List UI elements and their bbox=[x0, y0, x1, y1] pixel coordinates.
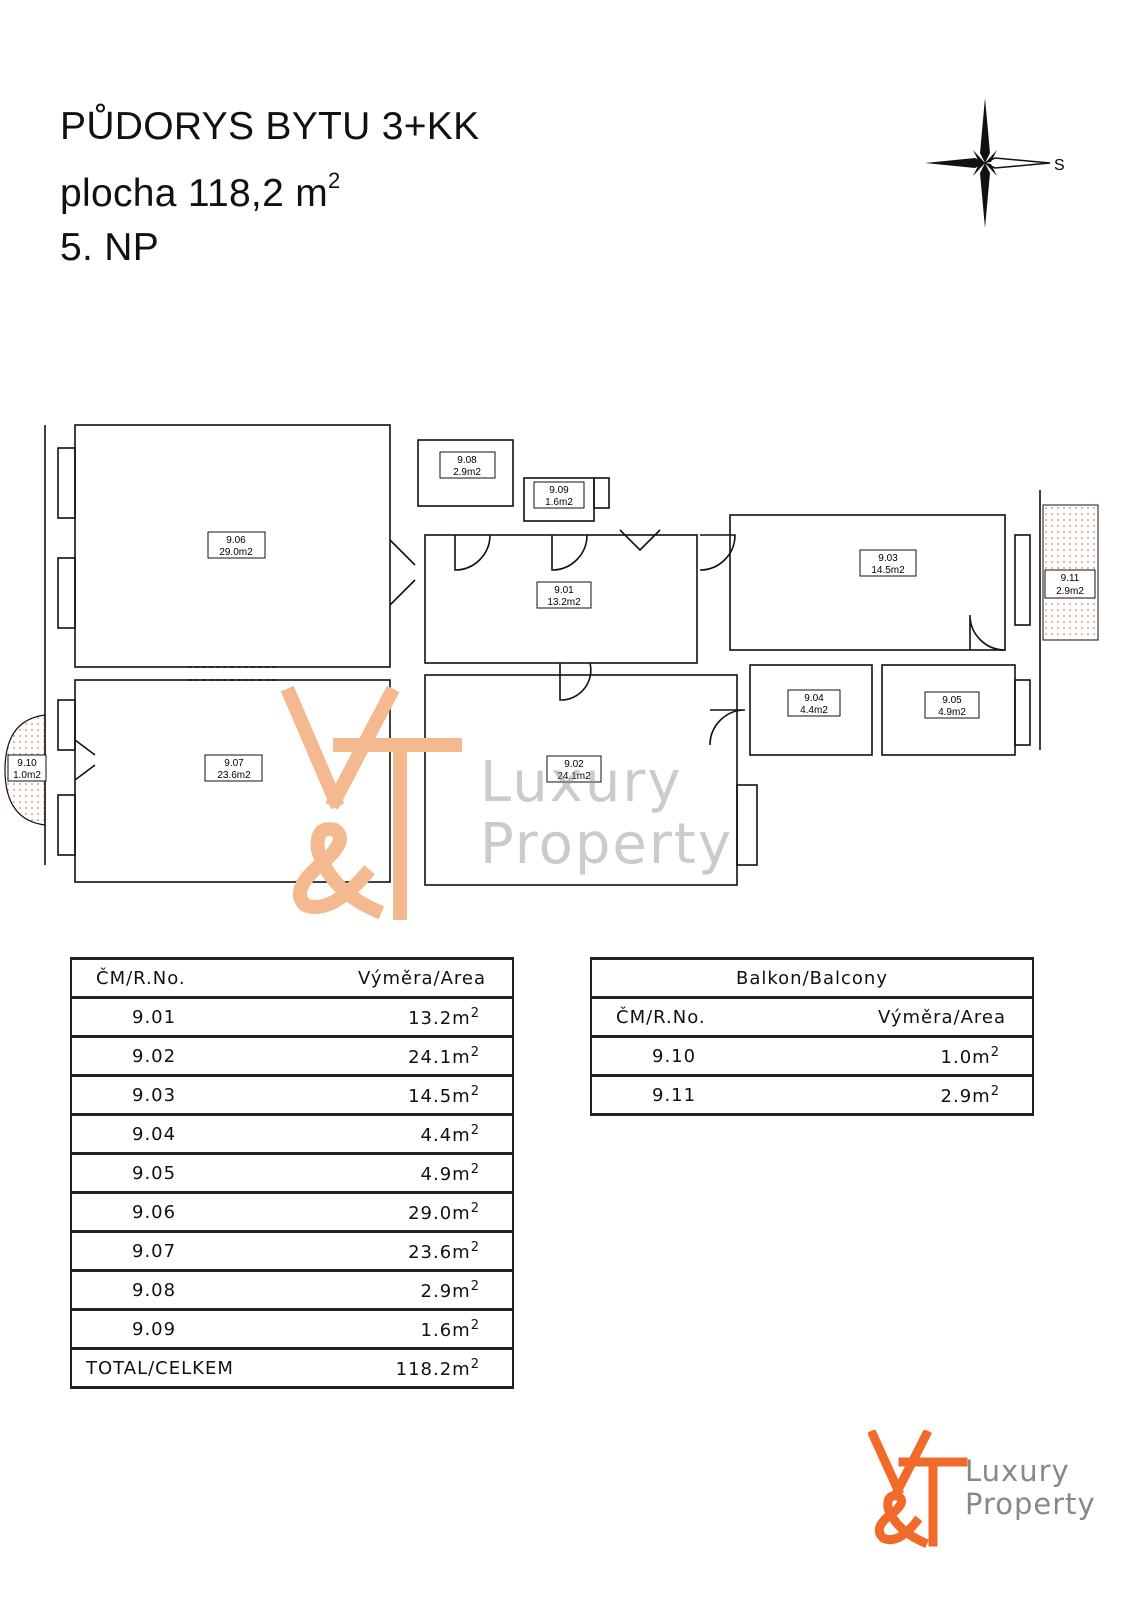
table-header-row: ČM/R.No. Výměra/Area bbox=[591, 996, 1033, 1037]
svg-text:9.10: 9.10 bbox=[17, 758, 37, 769]
svg-text:2.9m2: 2.9m2 bbox=[1056, 586, 1084, 597]
brand-text: Luxury Property bbox=[965, 1455, 1096, 1521]
col-area: Výměra/Area bbox=[778, 996, 1033, 1037]
area-text: plocha 118,2 m bbox=[60, 172, 328, 215]
room-9-11: 9.11 2.9m2 bbox=[1044, 569, 1096, 599]
watermark-logo bbox=[280, 685, 462, 922]
room-9-10: 9.101.0m2 bbox=[7, 754, 47, 782]
area-superscript: 2 bbox=[327, 168, 341, 193]
svg-text:2.9m2: 2.9m2 bbox=[453, 467, 481, 478]
col-room-number: ČM/R.No. bbox=[591, 996, 779, 1037]
svg-text:23.6m2: 23.6m2 bbox=[217, 770, 251, 781]
svg-text:9.11: 9.11 bbox=[1061, 573, 1080, 584]
title-line-area: plocha 118,2 m2 bbox=[60, 154, 479, 221]
svg-text:14.5m2: 14.5m2 bbox=[871, 565, 905, 576]
svg-text:9.08: 9.08 bbox=[457, 455, 477, 466]
svg-text:4.4m2: 4.4m2 bbox=[800, 705, 828, 716]
balcony-area-table: Balkon/Balcony ČM/R.No. Výměra/Area 9.10… bbox=[590, 957, 1034, 1116]
table-header-row: ČM/R.No. Výměra/Area bbox=[71, 957, 513, 998]
watermark-line1: Luxury bbox=[480, 750, 683, 815]
title-line-floor: 5. NP bbox=[60, 226, 160, 269]
col-area: Výměra/Area bbox=[297, 957, 513, 998]
room-9-09: 9.091.6m2 bbox=[533, 481, 585, 509]
svg-text:29.0m2: 29.0m2 bbox=[219, 547, 253, 558]
svg-text:9.06: 9.06 bbox=[226, 535, 246, 546]
svg-text:1.0m2: 1.0m2 bbox=[13, 770, 41, 781]
svg-text:9.01: 9.01 bbox=[554, 585, 574, 596]
svg-text:9.03: 9.03 bbox=[878, 553, 898, 564]
brand-line1: Luxury bbox=[965, 1454, 1070, 1488]
svg-text:24.1m2: 24.1m2 bbox=[557, 771, 591, 782]
svg-text:9.09: 9.09 bbox=[549, 485, 569, 496]
watermark-text: Luxury Property bbox=[480, 752, 733, 876]
svg-text:9.05: 9.05 bbox=[942, 695, 962, 706]
svg-text:4.9m2: 4.9m2 bbox=[938, 707, 966, 718]
brand-line2: Property bbox=[965, 1487, 1096, 1521]
svg-text:13.2m2: 13.2m2 bbox=[547, 597, 581, 608]
plan-title: PŮDORYS BYTU 3+KK plocha 118,2 m2 5. NP bbox=[60, 100, 479, 275]
col-room-number: ČM/R.No. bbox=[71, 957, 298, 998]
svg-text:9.07: 9.07 bbox=[224, 758, 244, 769]
balcony-caption: Balkon/Balcony bbox=[591, 957, 1033, 998]
room-9-04: 9.044.4m2 bbox=[787, 689, 841, 717]
svg-text:9.02: 9.02 bbox=[564, 759, 584, 770]
title-line-layout: PŮDORYS BYTU 3+KK bbox=[60, 105, 480, 148]
svg-text:9.04: 9.04 bbox=[804, 693, 824, 704]
svg-text:1.6m2: 1.6m2 bbox=[545, 497, 573, 508]
table-caption-row: Balkon/Balcony bbox=[591, 957, 1033, 998]
brand-logo bbox=[867, 1428, 1098, 1550]
room-9-05: 9.054.9m2 bbox=[924, 691, 980, 719]
compass-south-label: S bbox=[1054, 157, 1065, 174]
watermark-line2: Property bbox=[480, 812, 733, 877]
compass-rose-icon: S bbox=[925, 98, 1085, 238]
room-9-08: 9.082.9m2 bbox=[439, 451, 496, 479]
